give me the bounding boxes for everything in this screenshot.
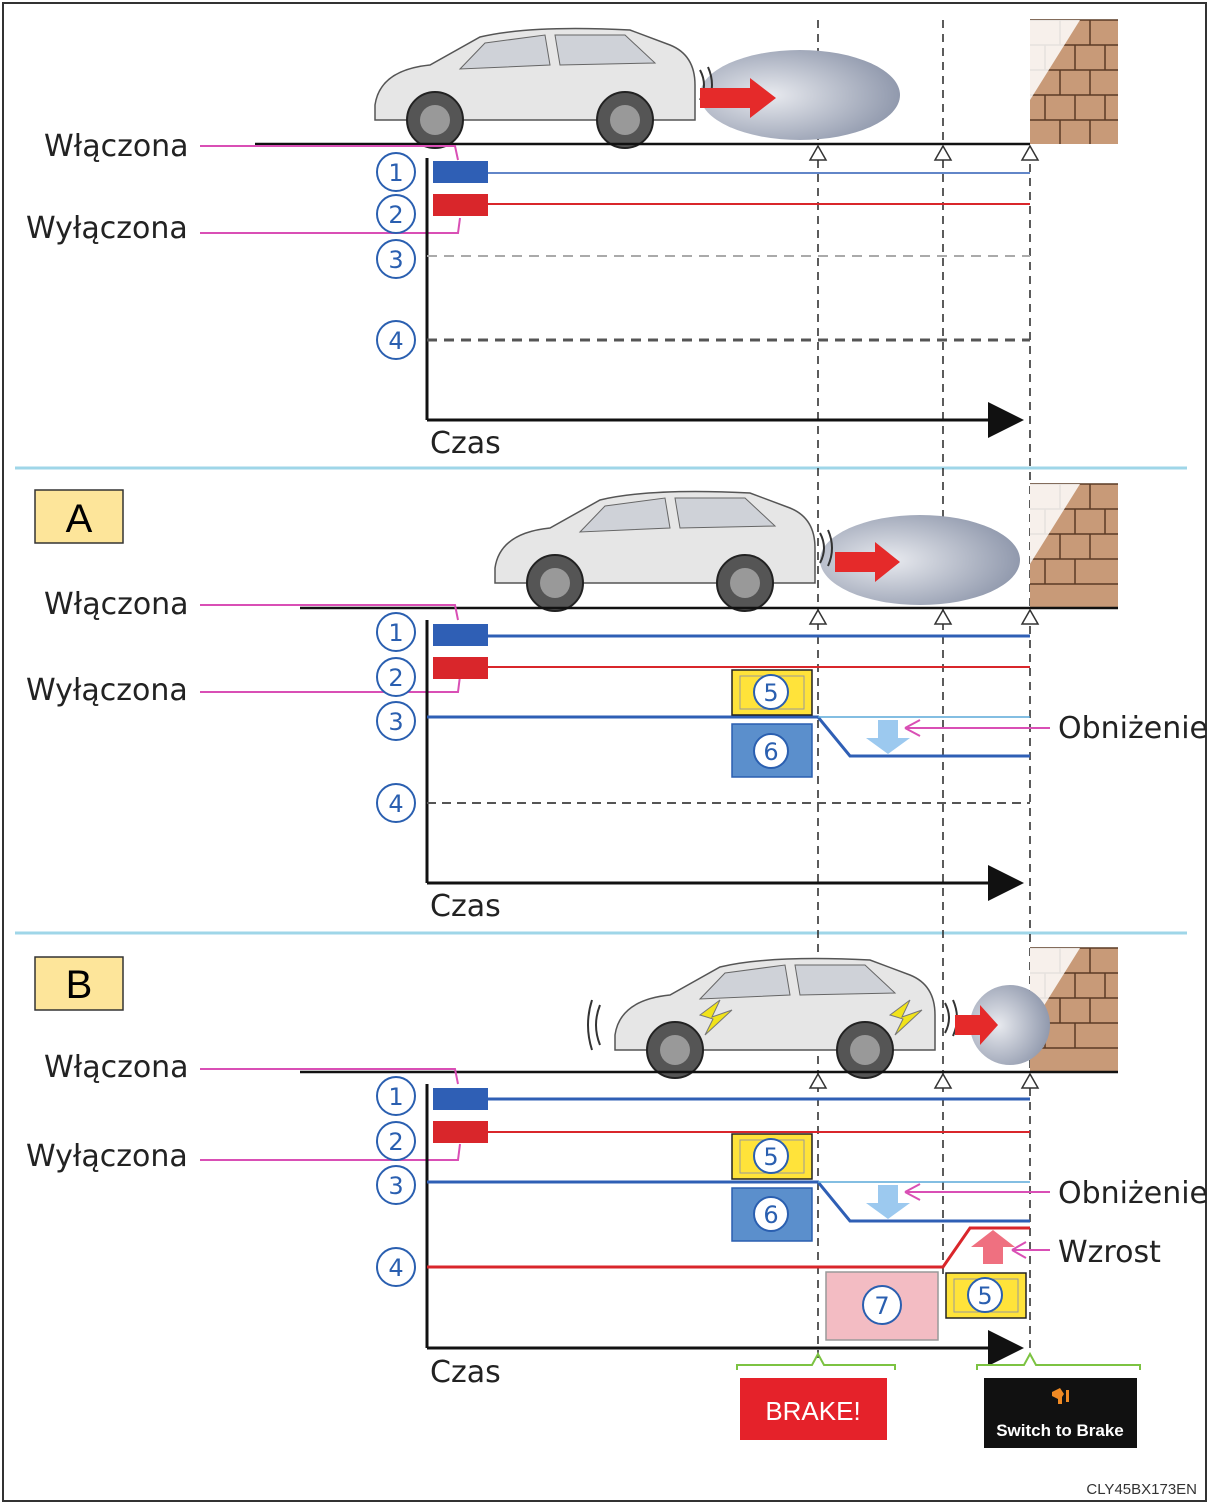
svg-text:A: A xyxy=(66,497,93,541)
wall-icon xyxy=(1030,19,1118,144)
svg-text:2: 2 xyxy=(388,1128,403,1156)
label-on: Włączona xyxy=(44,1050,189,1085)
label-off: Wyłączona xyxy=(26,211,188,246)
signal-1-on xyxy=(433,161,488,183)
timing-lines xyxy=(817,20,1031,1360)
svg-text:5: 5 xyxy=(763,679,778,707)
arrow-right-icon xyxy=(955,1005,998,1045)
car-icon xyxy=(494,490,833,612)
arrow-right-icon xyxy=(700,78,776,118)
radar-beam-icon xyxy=(820,515,1020,605)
svg-text:3: 3 xyxy=(388,708,403,736)
svg-text:1: 1 xyxy=(388,1083,403,1111)
label-decrease: Obniżenie xyxy=(1058,711,1208,746)
svg-text:4: 4 xyxy=(388,1254,403,1282)
svg-text:3: 3 xyxy=(388,246,403,274)
label-off: Wyłączona xyxy=(26,673,188,708)
row-markers-b: 1 2 3 4 xyxy=(376,1076,416,1287)
label-decrease: Obniżenie xyxy=(1058,1176,1208,1211)
arrow-up-icon xyxy=(971,1230,1015,1264)
label-off: Wyłączona xyxy=(26,1139,188,1174)
svg-text:5: 5 xyxy=(763,1143,778,1171)
svg-text:Switch to Brake: Switch to Brake xyxy=(996,1421,1124,1440)
label-on: Włączona xyxy=(44,587,189,622)
arrow-down-icon xyxy=(866,1185,910,1219)
brake-display xyxy=(740,1378,887,1440)
row-markers-1: 1 2 3 4 xyxy=(376,152,416,360)
svg-text:5: 5 xyxy=(977,1282,992,1310)
svg-text:2: 2 xyxy=(388,201,403,229)
svg-text:6: 6 xyxy=(763,738,778,766)
svg-text:7: 7 xyxy=(874,1292,889,1320)
time-markers xyxy=(808,144,1040,161)
car-icon xyxy=(374,27,713,149)
label-increase: Wzrost xyxy=(1058,1235,1161,1270)
arrow-right-icon xyxy=(835,542,900,582)
bracket-switch xyxy=(976,1351,1141,1370)
panel-b: B xyxy=(26,947,1208,1448)
bracket-brake xyxy=(736,1351,896,1370)
warning-lamp-icon xyxy=(1052,1388,1069,1404)
car-icon xyxy=(587,957,958,1079)
label-time: Czas xyxy=(430,889,501,924)
row-markers-a: 1 2 3 4 xyxy=(376,612,416,823)
svg-text:4: 4 xyxy=(388,790,403,818)
svg-text:1: 1 xyxy=(388,619,403,647)
panel-tag-b xyxy=(34,956,124,1011)
signal-2-on xyxy=(433,194,488,216)
wall-icon xyxy=(1030,483,1118,608)
svg-text:6: 6 xyxy=(763,1201,778,1229)
arrow-down-icon xyxy=(866,720,910,754)
label-time: Czas xyxy=(430,1355,501,1390)
radar-beam-icon xyxy=(970,985,1050,1065)
figure-code: CLY45BX173EN xyxy=(1086,1481,1197,1498)
label-time: Czas xyxy=(430,426,501,461)
svg-text:BRAKE!: BRAKE! xyxy=(765,1396,860,1426)
label-on: Włączona xyxy=(44,129,189,164)
svg-text:1: 1 xyxy=(388,159,403,187)
panel-1: Włączona Wyłączona Czas 1 2 3 4 xyxy=(26,19,1118,461)
svg-text:3: 3 xyxy=(388,1172,403,1200)
svg-text:2: 2 xyxy=(388,664,403,692)
svg-text:B: B xyxy=(66,963,93,1007)
svg-text:4: 4 xyxy=(388,327,403,355)
panel-tag-a xyxy=(34,489,124,544)
panel-a: A xyxy=(26,483,1208,924)
